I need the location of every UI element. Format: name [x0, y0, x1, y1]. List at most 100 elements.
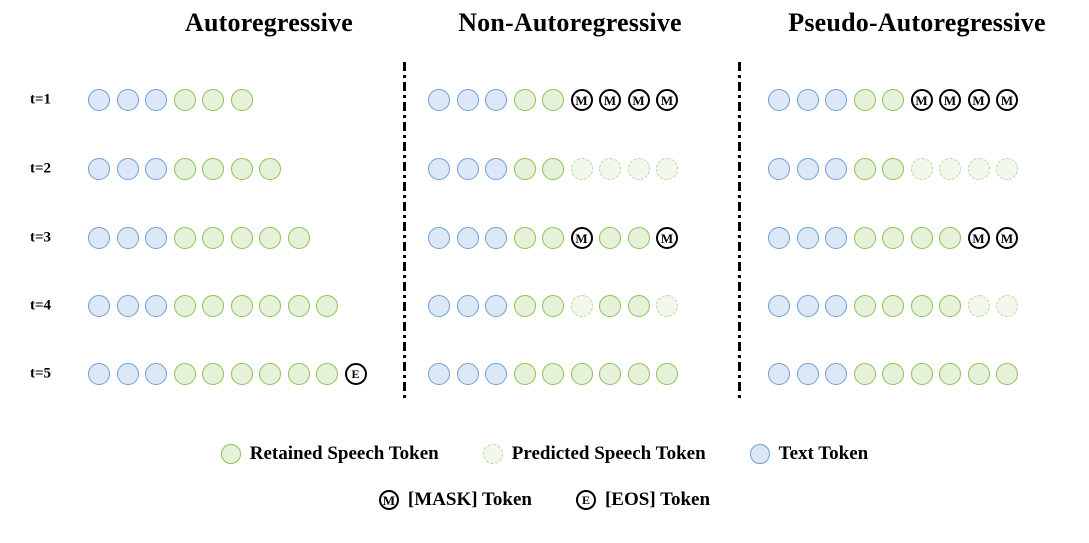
- token-mask: [627, 89, 650, 111]
- timestep-label-2: t=2: [30, 160, 52, 177]
- token-retained: [173, 89, 196, 111]
- timestep-label-4: t=4: [30, 297, 52, 314]
- token-predicted: [570, 295, 593, 317]
- token-text: [428, 295, 450, 317]
- token-text: [456, 158, 479, 180]
- legend-swatch-text-icon: [749, 444, 770, 464]
- token-mask: [910, 89, 933, 111]
- token-predicted: [599, 158, 621, 180]
- token-text: [145, 89, 167, 111]
- token-retained: [230, 158, 253, 180]
- token-text: [796, 227, 819, 249]
- token-retained: [882, 89, 904, 111]
- column-title-non-autoregressive: Non-Autoregressive: [458, 8, 682, 37]
- token-retained: [542, 158, 564, 180]
- token-text: [456, 363, 479, 385]
- token-retained: [939, 295, 961, 317]
- timestep-label-5: t=5: [30, 365, 52, 382]
- token-retained: [627, 227, 650, 249]
- token-text: [768, 363, 790, 385]
- token-retained: [542, 363, 564, 385]
- token-sequence-pseudo-autoregressive-t1: [768, 85, 1018, 115]
- token-retained: [513, 158, 536, 180]
- token-text: [88, 295, 110, 317]
- token-text: [485, 295, 507, 317]
- token-retained: [853, 295, 876, 317]
- token-retained: [202, 295, 224, 317]
- column-divider-1: [403, 62, 406, 402]
- token-retained: [513, 295, 536, 317]
- token-mask: [656, 227, 678, 249]
- token-text: [485, 158, 507, 180]
- token-retained: [259, 295, 281, 317]
- token-retained: [882, 363, 904, 385]
- token-text: [428, 227, 450, 249]
- token-text: [825, 363, 847, 385]
- token-predicted: [627, 158, 650, 180]
- token-predicted: [656, 295, 678, 317]
- legend-label-retained: Retained Speech Token: [249, 443, 439, 464]
- token-sequence-autoregressive-t3: [88, 223, 310, 253]
- token-retained: [287, 295, 310, 317]
- token-sequence-pseudo-autoregressive-t5: [768, 359, 1018, 389]
- token-text: [796, 89, 819, 111]
- legend-label-eos: [EOS] Token: [604, 489, 711, 510]
- token-mask: [656, 89, 678, 111]
- token-retained: [853, 227, 876, 249]
- token-mask: [967, 89, 990, 111]
- token-retained: [627, 295, 650, 317]
- token-retained: [627, 363, 650, 385]
- token-sequence-non-autoregressive-t2: [428, 154, 678, 184]
- column-title-autoregressive: Autoregressive: [185, 8, 353, 37]
- token-text: [88, 227, 110, 249]
- token-text: [116, 227, 139, 249]
- token-sequence-autoregressive-t5: [88, 359, 367, 389]
- token-sequence-non-autoregressive-t3: [428, 223, 678, 253]
- column-divider-2: [738, 62, 741, 402]
- token-retained: [259, 363, 281, 385]
- token-retained: [542, 295, 564, 317]
- token-retained: [173, 227, 196, 249]
- token-eos: [344, 363, 367, 385]
- legend-swatch-predicted-icon: [482, 444, 503, 464]
- token-text: [145, 158, 167, 180]
- token-text: [428, 363, 450, 385]
- token-sequence-autoregressive-t2: [88, 154, 281, 184]
- token-mask: [570, 89, 593, 111]
- token-retained: [230, 295, 253, 317]
- token-retained: [202, 158, 224, 180]
- token-retained: [513, 89, 536, 111]
- token-text: [768, 295, 790, 317]
- token-text: [825, 227, 847, 249]
- token-retained: [853, 158, 876, 180]
- token-text: [485, 89, 507, 111]
- token-text: [825, 295, 847, 317]
- token-text: [825, 158, 847, 180]
- token-sequence-non-autoregressive-t5: [428, 359, 678, 389]
- token-retained: [316, 363, 338, 385]
- token-retained: [656, 363, 678, 385]
- legend-item-eos: [EOS] Token: [575, 489, 711, 511]
- token-retained: [882, 158, 904, 180]
- token-mask: [570, 227, 593, 249]
- token-retained: [910, 295, 933, 317]
- legend-item-predicted: Predicted Speech Token: [482, 443, 706, 465]
- token-retained: [910, 363, 933, 385]
- legend-item-text: Text Token: [749, 443, 868, 465]
- token-retained: [230, 227, 253, 249]
- token-text: [116, 158, 139, 180]
- token-text: [768, 158, 790, 180]
- token-text: [456, 89, 479, 111]
- token-text: [145, 227, 167, 249]
- token-predicted: [996, 158, 1018, 180]
- token-text: [88, 363, 110, 385]
- token-retained: [230, 89, 253, 111]
- token-predicted: [967, 295, 990, 317]
- token-retained: [202, 89, 224, 111]
- token-retained: [599, 227, 621, 249]
- token-retained: [967, 363, 990, 385]
- token-text: [796, 158, 819, 180]
- token-retained: [173, 363, 196, 385]
